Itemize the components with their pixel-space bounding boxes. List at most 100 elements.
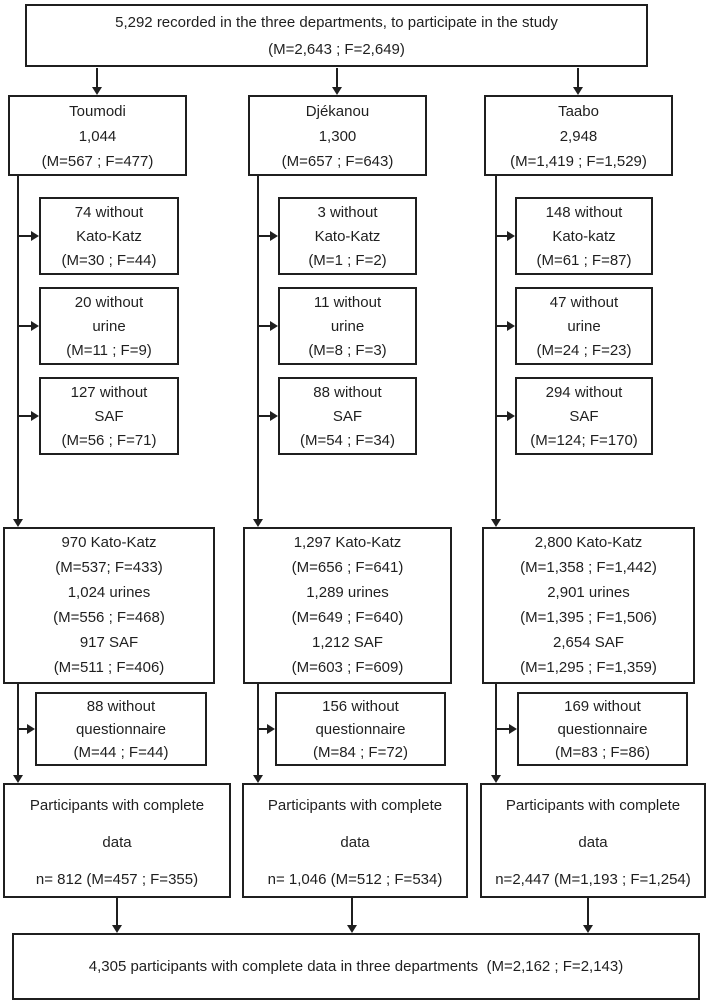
questionnaire-mf: (M=83 ; F=86) (554, 744, 651, 761)
connector-line (336, 68, 338, 87)
exclusion-mf: (M=30 ; F=44) (61, 252, 157, 269)
connector-line (496, 325, 507, 327)
questionnaire-mf: (M=44 ; F=44) (73, 744, 169, 761)
questionnaire-label: questionnaire (315, 721, 406, 738)
complete-label: Participants with complete (505, 797, 681, 814)
samples-kato-katz-mf: (M=656 ; F=641) (291, 559, 404, 576)
study-total-mf: (M=2,643 ; F=2,649) (268, 41, 405, 58)
connector-line (258, 235, 270, 237)
department-total: 1,044 (78, 128, 117, 145)
samples-urines: 1,024 urines (67, 584, 151, 601)
samples-kato-katz: 2,800 Kato-Katz (534, 534, 643, 551)
exclusion-mf: (M=54 ; F=34) (299, 432, 396, 449)
connector-line (18, 415, 31, 417)
complete-label2: data (578, 834, 608, 851)
arrow-right-icon (27, 724, 35, 734)
connector-line (496, 415, 507, 417)
exclusion-type: SAF (569, 408, 599, 425)
complete-label2: data (340, 834, 370, 851)
connector-line (496, 728, 509, 730)
complete-label: Participants with complete (29, 797, 205, 814)
arrow-right-icon (270, 411, 278, 421)
connector-line (258, 415, 270, 417)
connector-line (577, 68, 579, 87)
connector-line (257, 176, 259, 519)
questionnaire-exclusion-box: 156 without questionnaire (M=84 ; F=72) (275, 692, 446, 766)
exclusion-count: 20 without (74, 294, 144, 311)
samples-urines-mf: (M=556 ; F=468) (53, 609, 165, 626)
arrow-right-icon (267, 724, 275, 734)
samples-saf: 2,654 SAF (553, 634, 624, 651)
connector-line (96, 68, 98, 87)
connector-line (258, 325, 270, 327)
exclusion-box-kato-katz: 3 without Kato-Katz (M=1 ; F=2) (278, 197, 417, 275)
exclusion-type: SAF (94, 408, 124, 425)
samples-urines: 1,289 urines (306, 584, 389, 601)
study-total-box: 5,292 recorded in the three departments,… (25, 4, 648, 67)
connector-line (258, 728, 267, 730)
arrow-right-icon (507, 411, 515, 421)
arrow-right-icon (270, 321, 278, 331)
exclusion-count: 11 without (313, 294, 382, 311)
exclusion-type: SAF (332, 408, 363, 425)
arrow-right-icon (270, 231, 278, 241)
arrow-right-icon (507, 231, 515, 241)
samples-saf-mf: (M=603 ; F=609) (291, 659, 404, 676)
complete-label2: data (102, 834, 132, 851)
arrow-down-icon (573, 87, 583, 95)
samples-box: 970 Kato-Katz (M=537; F=433) 1,024 urine… (3, 527, 215, 684)
exclusion-mf: (M=124; F=170) (530, 432, 638, 449)
complete-data-box: Participants with complete data n= 812 (… (3, 783, 231, 898)
complete-data-box: Participants with complete data n=2,447 … (480, 783, 706, 898)
exclusion-count: 74 without (74, 204, 144, 221)
exclusion-mf: (M=24 ; F=23) (536, 342, 632, 359)
department-total: 2,948 (559, 128, 598, 145)
department-name: Djékanou (305, 103, 370, 120)
complete-count: n= 812 (M=457 ; F=355) (35, 871, 199, 888)
exclusion-box-saf: 127 without SAF (M=56 ; F=71) (39, 377, 179, 455)
final-total-text: 4,305 participants with complete data in… (88, 958, 624, 975)
arrow-down-icon (491, 519, 501, 527)
questionnaire-exclusion-box: 169 without questionnaire (M=83 ; F=86) (517, 692, 688, 766)
samples-kato-katz-mf: (M=1,358 ; F=1,442) (520, 559, 657, 576)
exclusion-mf: (M=8 ; F=3) (308, 342, 387, 359)
exclusion-box-kato-katz: 148 without Kato-katz (M=61 ; F=87) (515, 197, 653, 275)
exclusion-type: Kato-Katz (314, 228, 381, 245)
complete-data-box: Participants with complete data n= 1,046… (242, 783, 468, 898)
arrow-down-icon (491, 775, 501, 783)
department-box-djekanou: Djékanou 1,300 (M=657 ; F=643) (248, 95, 427, 176)
exclusion-count: 88 without (313, 384, 382, 401)
samples-box: 2,800 Kato-Katz (M=1,358 ; F=1,442) 2,90… (482, 527, 695, 684)
arrow-down-icon (583, 925, 593, 933)
arrow-down-icon (92, 87, 102, 95)
samples-kato-katz: 1,297 Kato-Katz (293, 534, 402, 551)
exclusion-count: 294 without (545, 384, 623, 401)
exclusion-mf: (M=1 ; F=2) (308, 252, 387, 269)
exclusion-count: 127 without (70, 384, 148, 401)
exclusion-type: Kato-katz (552, 228, 616, 245)
arrow-down-icon (112, 925, 122, 933)
connector-line (351, 898, 353, 925)
exclusion-mf: (M=56 ; F=71) (61, 432, 157, 449)
connector-line (496, 235, 507, 237)
complete-count: n= 1,046 (M=512 ; F=534) (267, 871, 443, 888)
complete-label: Participants with complete (267, 797, 443, 814)
samples-urines: 2,901 urines (547, 584, 630, 601)
connector-line (495, 176, 497, 519)
samples-kato-katz-mf: (M=537; F=433) (55, 559, 163, 576)
samples-urines-mf: (M=649 ; F=640) (291, 609, 404, 626)
connector-line (18, 235, 31, 237)
exclusion-count: 47 without (549, 294, 619, 311)
samples-urines-mf: (M=1,395 ; F=1,506) (520, 609, 657, 626)
arrow-down-icon (253, 775, 263, 783)
department-name: Taabo (558, 103, 599, 120)
study-total-line: 5,292 recorded in the three departments,… (115, 14, 558, 31)
exclusion-type: urine (330, 318, 365, 335)
exclusion-box-urine: 20 without urine (M=11 ; F=9) (39, 287, 179, 365)
exclusion-count: 148 without (545, 204, 623, 221)
arrow-down-icon (13, 519, 23, 527)
arrow-right-icon (31, 321, 39, 331)
exclusion-type: urine (92, 318, 126, 335)
final-total-box: 4,305 participants with complete data in… (12, 933, 700, 1000)
arrow-right-icon (31, 411, 39, 421)
